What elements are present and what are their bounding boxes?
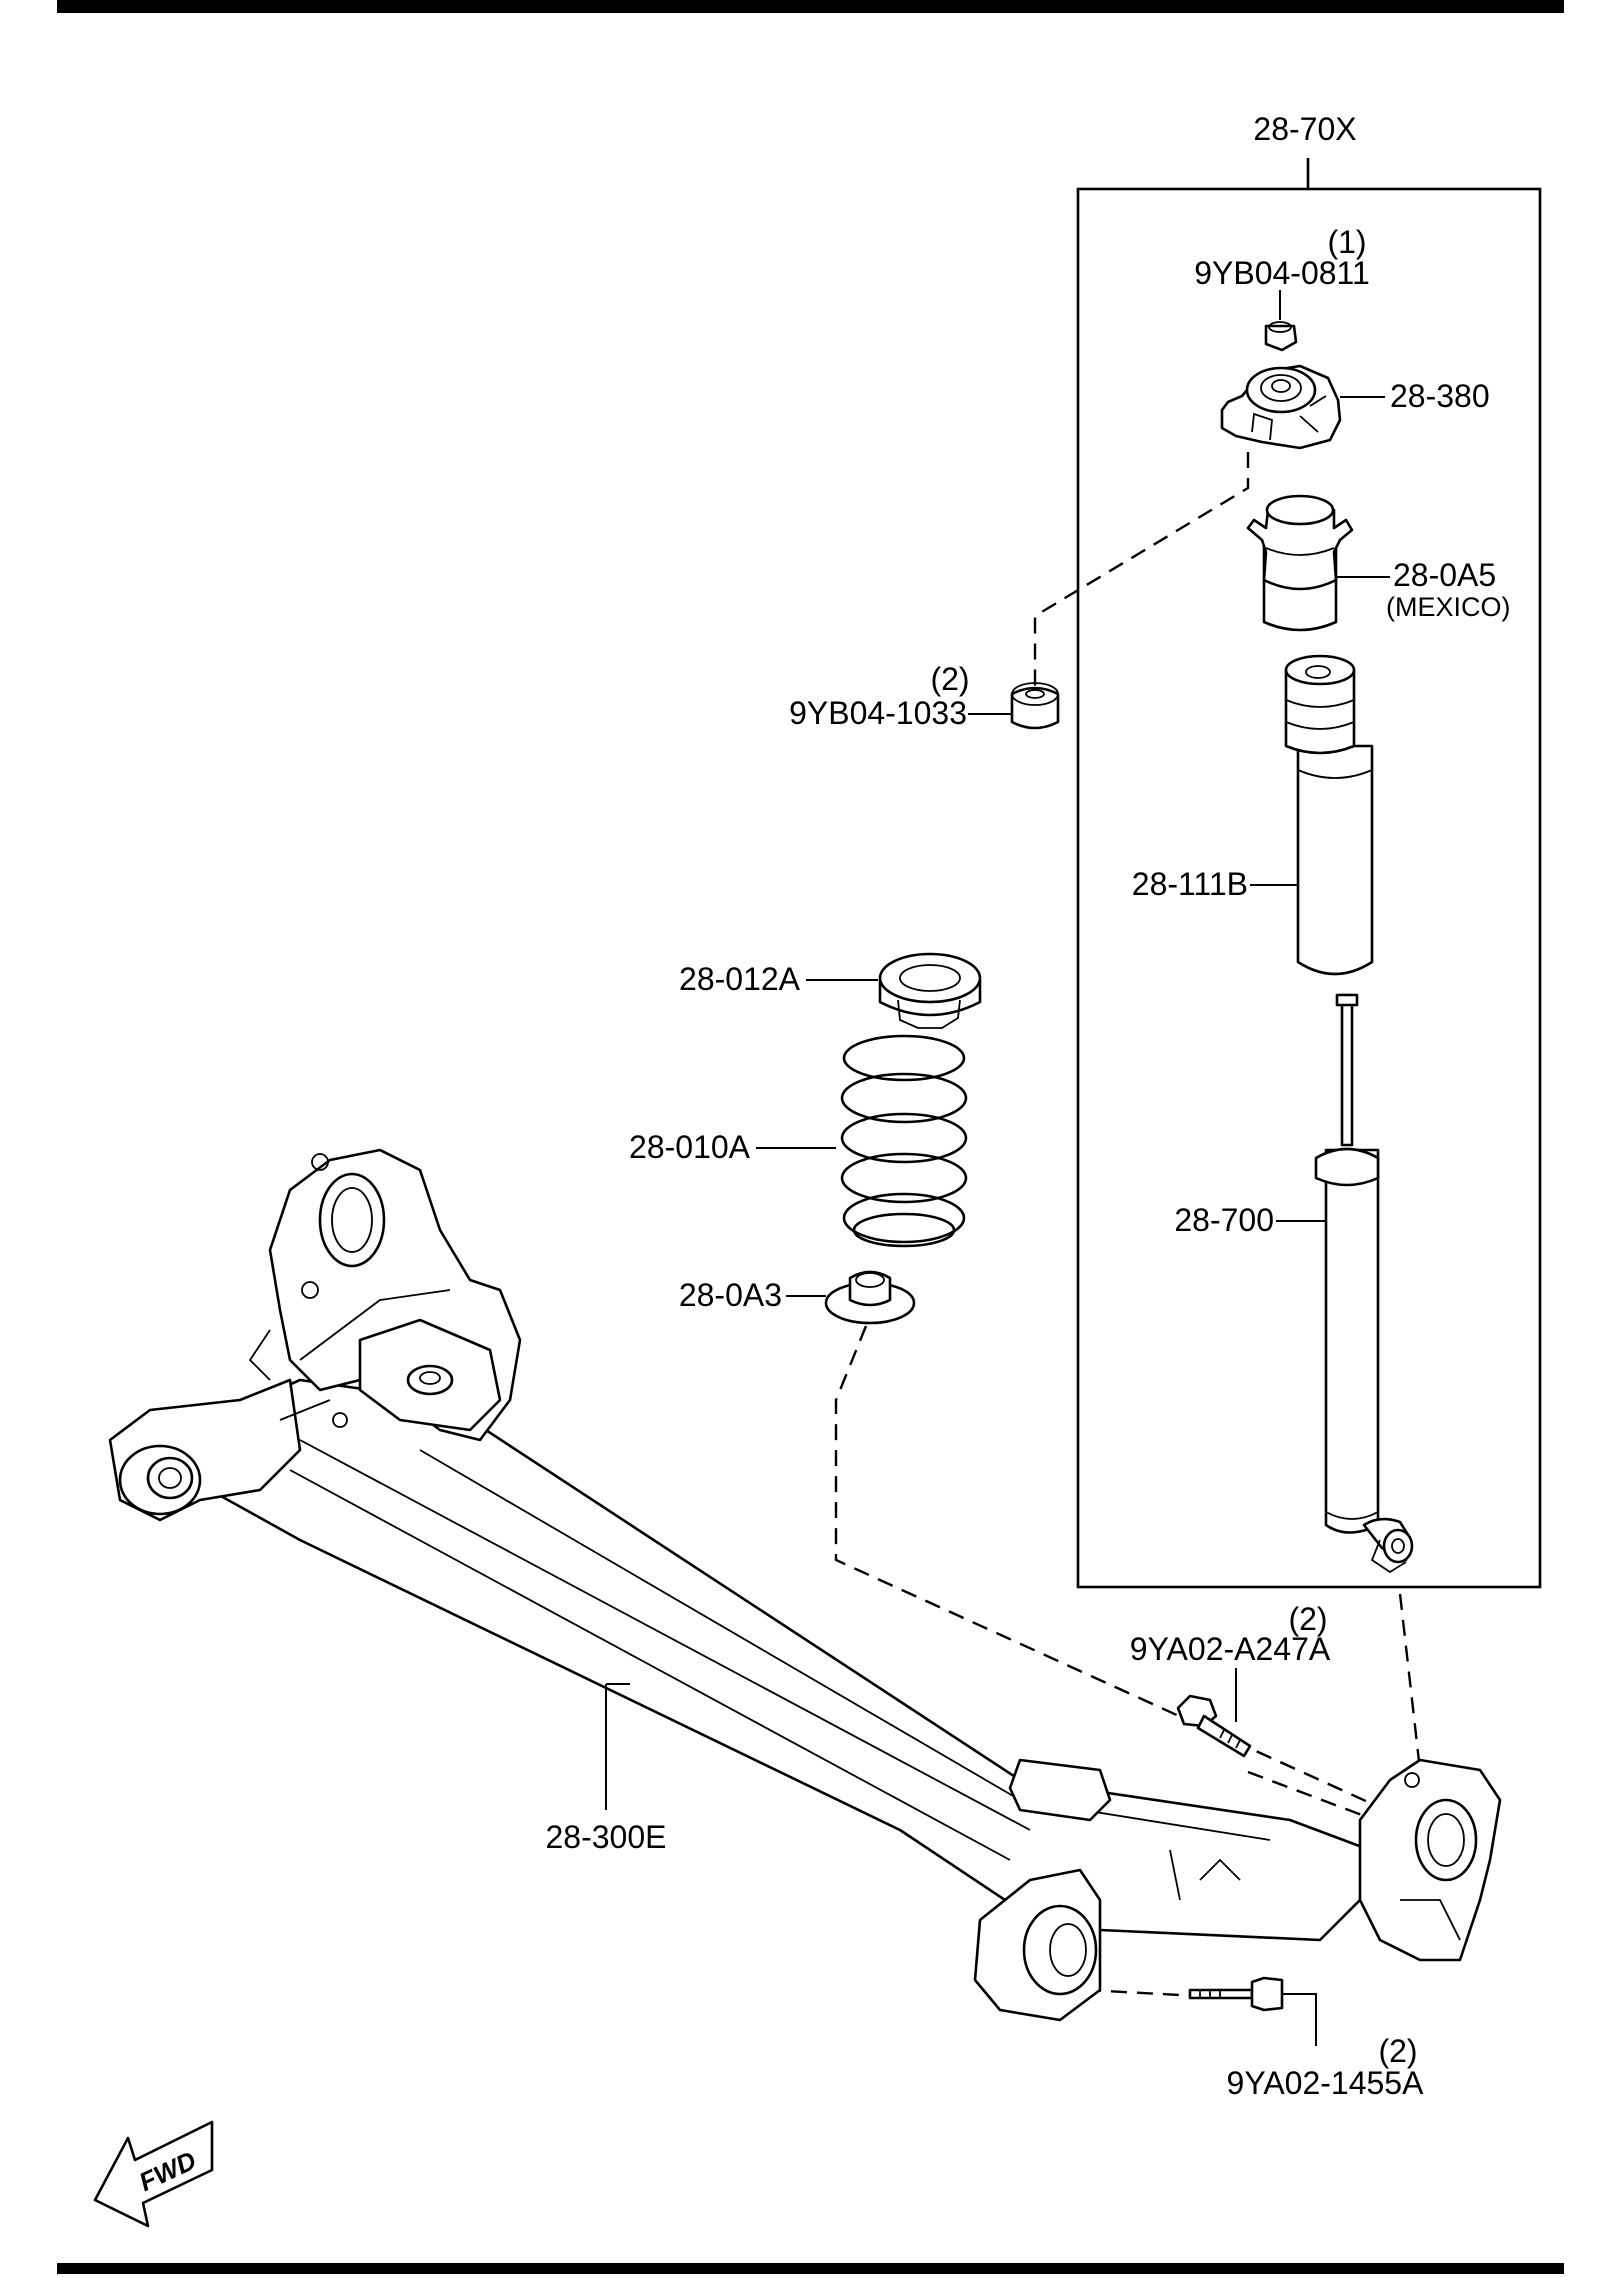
nut-part (1264, 321, 1298, 352)
rear-axle-beam-part (108, 1148, 1502, 2022)
bump-stopper-part (1246, 494, 1354, 632)
label-bush-nut: 9YB04-1033 (789, 695, 967, 731)
lower-bolt-part (1188, 1976, 1284, 2012)
bottom-border (57, 2263, 1564, 2274)
upper-spring-seat-part (878, 952, 982, 1029)
top-border (57, 0, 1564, 13)
label-bolt-lower: 9YA02-1455A (1227, 2065, 1425, 2101)
label-bolt-upper-qty: (2) (1288, 1601, 1327, 1637)
label-upper-seat: 28-012A (679, 961, 801, 997)
label-mount: 28-380 (1390, 378, 1490, 414)
label-spring: 28-010A (629, 1129, 751, 1165)
dust-boot-part (1284, 654, 1374, 976)
label-bush-nut-qty: (2) (930, 661, 969, 697)
bushing-nut-part (1010, 682, 1060, 730)
label-shock: 28-700 (1174, 1202, 1274, 1238)
label-bolt-lower-qty: (2) (1378, 2033, 1417, 2069)
label-assembly: 28-70X (1253, 111, 1356, 147)
coil-spring-part (840, 1034, 968, 1248)
label-nut: 9YB04-0811 (1194, 255, 1370, 291)
label-dust-boot: 28-111B (1132, 866, 1248, 902)
label-bumper: 28-0A5 (1393, 557, 1496, 593)
label-axle: 28-300E (546, 1819, 667, 1855)
upper-bolt-part (1176, 1694, 1252, 1758)
strut-mount-part (1220, 364, 1342, 450)
fwd-arrow-icon: FWD (93, 2120, 214, 2228)
label-lower-seat: 28-0A3 (679, 1277, 782, 1313)
shock-absorber-part (1314, 993, 1414, 1574)
label-bolt-upper: 9YA02-A247A (1130, 1631, 1331, 1667)
label-bumper-note: (MEXICO) (1386, 592, 1511, 622)
label-nut-qty: (1) (1327, 224, 1366, 260)
lower-spring-seat-part (824, 1270, 916, 1325)
